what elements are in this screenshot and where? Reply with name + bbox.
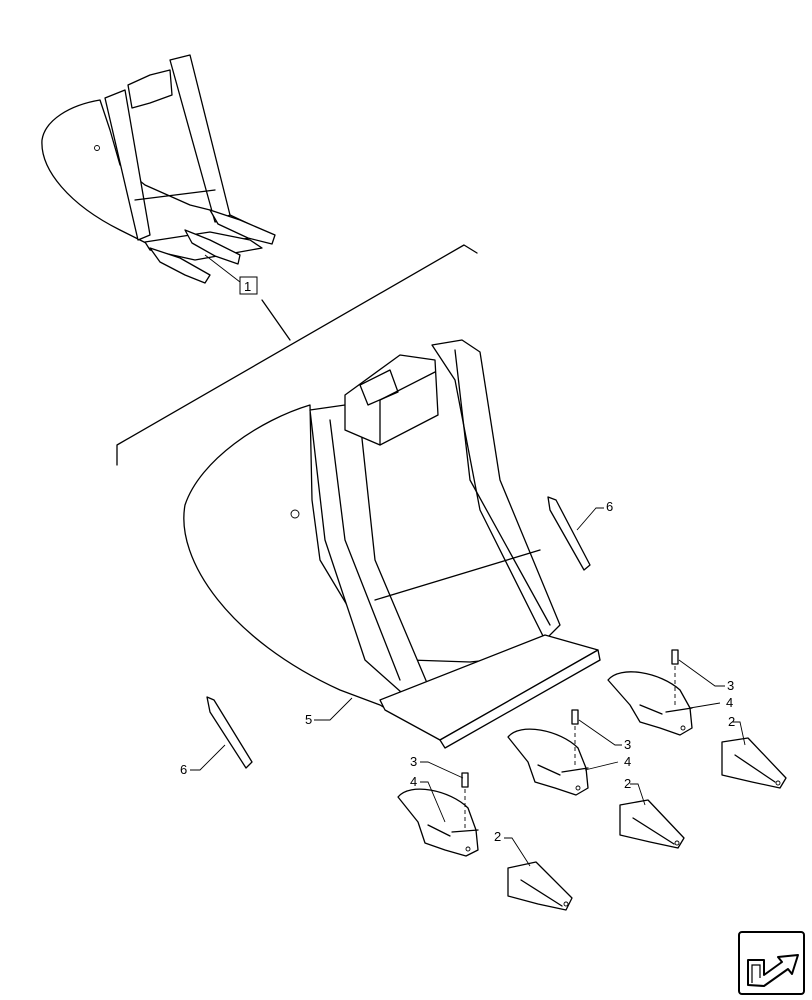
callout-3-middle-label: 3 (624, 737, 631, 752)
callout-1-label: 1 (244, 279, 251, 294)
main-bucket (183, 339, 601, 749)
callout-4-left-label: 4 (410, 774, 417, 789)
callout-4-left: 4 (410, 774, 446, 823)
callout-2-left-label: 2 (494, 829, 501, 844)
callout-6-upper: 6 (576, 499, 613, 531)
callout-4-right-label: 4 (726, 695, 733, 710)
callout-3-middle: 3 (578, 719, 631, 752)
pin-right (671, 649, 679, 705)
tooth-tip-left (507, 861, 573, 911)
callout-4-middle: 4 (584, 754, 631, 771)
callout-5: 5 (305, 697, 353, 727)
callout-5-label: 5 (305, 712, 312, 727)
overview-bucket-thumbnail (41, 54, 276, 284)
side-cutter-right (547, 496, 591, 571)
adapter-middle (507, 728, 589, 796)
callout-3-right-label: 3 (727, 678, 734, 693)
adapter-right (607, 671, 693, 736)
callout-3-left: 3 (410, 754, 464, 779)
callout-4-middle-label: 4 (624, 754, 631, 769)
callout-1-box (239, 276, 258, 295)
pin-middle (571, 709, 579, 765)
callout-1: 1 (204, 254, 258, 295)
callout-4-right: 4 (689, 695, 733, 710)
side-cutter-left (206, 696, 253, 769)
callout-2-middle-label: 2 (624, 776, 631, 791)
adapter-left (397, 788, 479, 857)
callout-6-upper-label: 6 (606, 499, 613, 514)
callout-6-lower: 6 (180, 744, 226, 777)
callout-3-left-label: 3 (410, 754, 417, 769)
callout-3-right: 3 (678, 659, 734, 693)
pin-left (461, 772, 469, 828)
detail-bracket (116, 244, 478, 466)
tooth-tip-middle (619, 799, 685, 849)
callout-2-middle: 2 (624, 776, 646, 806)
callout-6-lower-label: 6 (180, 762, 187, 777)
tooth-tip-right (721, 737, 787, 789)
callout-2-right-label: 2 (728, 714, 735, 729)
callout-2-right: 2 (728, 714, 746, 746)
callout-2-left: 2 (494, 829, 531, 867)
next-page-arrow-icon[interactable] (738, 931, 805, 995)
